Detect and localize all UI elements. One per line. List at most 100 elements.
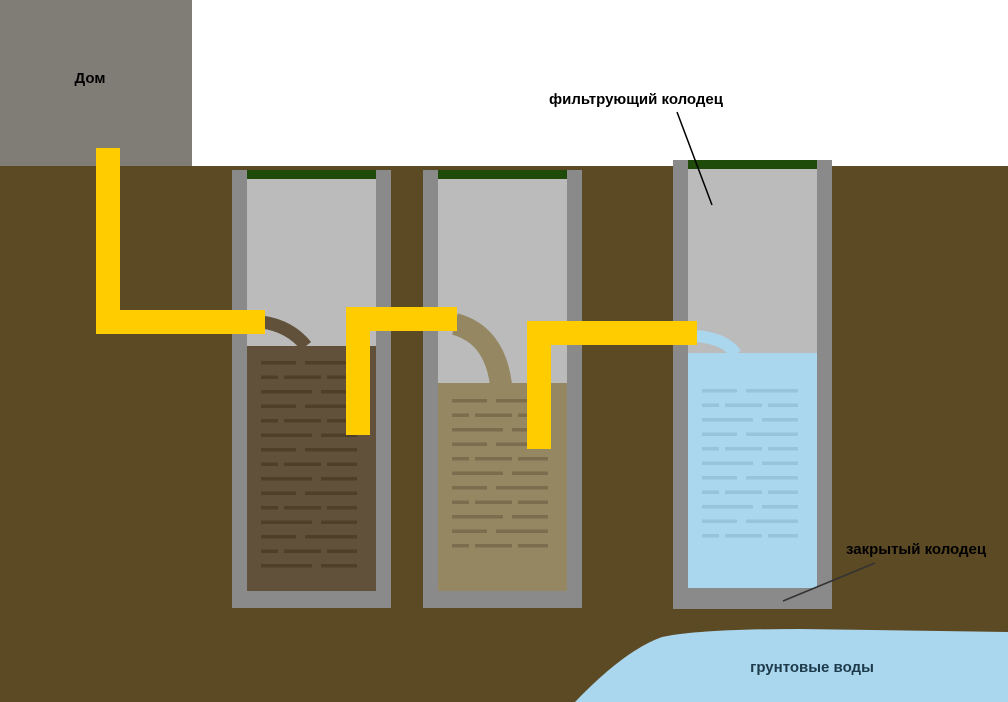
texture-dash xyxy=(284,375,321,379)
texture-dash xyxy=(768,490,798,494)
texture-dash xyxy=(746,519,798,523)
pipe-well-1-to-well-2 xyxy=(346,307,457,435)
texture-dash xyxy=(327,462,357,466)
texture-dash xyxy=(261,390,312,394)
texture-dash xyxy=(452,515,503,519)
texture-dash xyxy=(452,399,487,403)
texture-dash xyxy=(702,490,719,494)
texture-dash xyxy=(725,534,762,538)
texture-dash xyxy=(261,361,296,365)
pipe-house-to-well-1 xyxy=(96,148,265,334)
texture-dash xyxy=(452,471,503,475)
texture-dash xyxy=(496,529,548,533)
texture-dash xyxy=(725,490,762,494)
water-texture xyxy=(702,389,798,538)
filter-well xyxy=(673,160,832,609)
texture-dash xyxy=(261,448,296,452)
texture-dash xyxy=(305,448,357,452)
texture-dash xyxy=(452,544,469,548)
texture-dash xyxy=(452,442,487,446)
texture-dash xyxy=(768,403,798,407)
texture-dash xyxy=(305,361,357,365)
texture-dash xyxy=(327,549,357,553)
texture-dash xyxy=(746,476,798,480)
texture-dash xyxy=(305,404,357,408)
texture-dash xyxy=(762,418,798,422)
settling-well-2 xyxy=(423,170,582,608)
texture-dash xyxy=(452,413,469,417)
texture-dash xyxy=(261,433,312,437)
texture-dash xyxy=(512,515,548,519)
texture-dash xyxy=(746,389,798,393)
texture-dash xyxy=(321,390,357,394)
inflow-stream xyxy=(260,315,312,351)
texture-dash xyxy=(305,491,357,495)
texture-dash xyxy=(475,500,512,504)
texture-dash xyxy=(702,432,737,436)
texture-dash xyxy=(518,500,548,504)
texture-dash xyxy=(762,461,798,465)
texture-dash xyxy=(261,506,278,510)
texture-dash xyxy=(321,564,357,568)
texture-dash xyxy=(452,529,487,533)
texture-dash xyxy=(261,404,296,408)
texture-dash xyxy=(702,447,719,451)
texture-dash xyxy=(496,442,548,446)
well-cover xyxy=(438,170,567,179)
texture-dash xyxy=(284,419,321,423)
texture-dash xyxy=(702,505,753,509)
texture-dash xyxy=(261,549,278,553)
texture-dash xyxy=(702,519,737,523)
pipe-well-2-to-filter-well xyxy=(527,321,697,449)
texture-dash xyxy=(746,432,798,436)
texture-dash xyxy=(305,535,357,539)
texture-dash xyxy=(518,457,548,461)
liquid-texture xyxy=(452,399,548,548)
well-cover xyxy=(688,160,817,169)
well-cover xyxy=(247,170,376,179)
texture-dash xyxy=(762,505,798,509)
texture-dash xyxy=(321,433,357,437)
filter-well-label: фильтрующий колодец xyxy=(549,91,724,108)
closed-well-label: закрытый колодец xyxy=(846,541,987,558)
texture-dash xyxy=(475,544,512,548)
inflow-stream xyxy=(694,330,741,358)
texture-dash xyxy=(261,462,278,466)
texture-dash xyxy=(261,375,278,379)
groundwater-label: грунтовые воды xyxy=(750,659,874,676)
texture-dash xyxy=(261,491,296,495)
texture-dash xyxy=(475,457,512,461)
house xyxy=(0,0,192,166)
texture-dash xyxy=(284,549,321,553)
texture-dash xyxy=(284,506,321,510)
texture-dash xyxy=(702,476,737,480)
texture-dash xyxy=(321,477,357,481)
texture-dash xyxy=(496,486,548,490)
texture-dash xyxy=(702,534,719,538)
texture-dash xyxy=(512,471,548,475)
filtered-water xyxy=(688,353,817,588)
texture-dash xyxy=(321,520,357,524)
texture-dash xyxy=(261,564,312,568)
texture-dash xyxy=(702,389,737,393)
texture-dash xyxy=(327,375,357,379)
texture-dash xyxy=(327,506,357,510)
texture-dash xyxy=(768,534,798,538)
texture-dash xyxy=(702,403,719,407)
texture-dash xyxy=(452,428,503,432)
texture-dash xyxy=(452,500,469,504)
texture-dash xyxy=(261,520,312,524)
filter-well-leader-line xyxy=(676,111,713,206)
texture-dash xyxy=(768,447,798,451)
house-label: Дом xyxy=(75,70,106,87)
texture-dash xyxy=(327,419,357,423)
inflow-stream xyxy=(451,313,512,387)
closed-well-leader-line xyxy=(782,562,876,602)
texture-dash xyxy=(452,457,469,461)
texture-dash xyxy=(496,399,548,403)
texture-dash xyxy=(261,419,278,423)
texture-dash xyxy=(725,403,762,407)
texture-dash xyxy=(261,535,296,539)
texture-dash xyxy=(702,461,753,465)
texture-dash xyxy=(702,418,753,422)
